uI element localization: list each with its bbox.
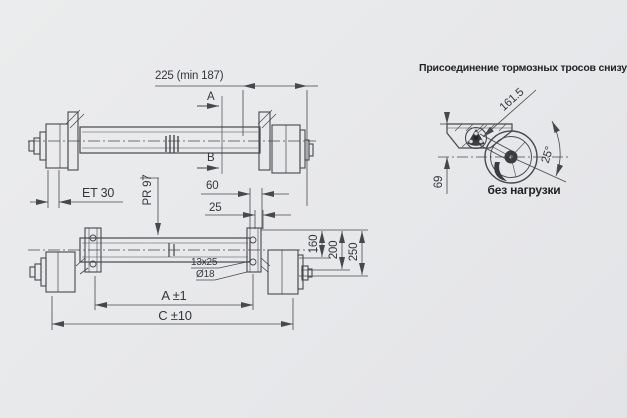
dim-a-label: A ±1 bbox=[161, 288, 187, 303]
bolt-hole bbox=[249, 236, 257, 244]
dim-250-label: 250 bbox=[348, 242, 360, 262]
dim-225 bbox=[155, 83, 318, 206]
dim-c-label: C ±10 bbox=[158, 308, 192, 323]
beam-center-mark bbox=[168, 243, 175, 257]
section-a-label: A bbox=[207, 91, 215, 103]
stub-axle-wheel bbox=[484, 130, 538, 184]
left-support-bracket bbox=[65, 109, 85, 171]
bottom-view-axle bbox=[28, 188, 368, 330]
dim-et30-label: ET 30 bbox=[82, 186, 115, 200]
dim-pr97-label: PR 97 bbox=[142, 174, 154, 206]
detail-title: Присоединение тормозных тросов снизу bbox=[419, 62, 627, 74]
dim-200-label: 200 bbox=[328, 240, 340, 260]
dim-c bbox=[51, 296, 294, 330]
dim-heights bbox=[261, 229, 368, 277]
dim-160-label: 160 bbox=[308, 234, 320, 254]
slot-leaders bbox=[191, 260, 252, 281]
dim-pr97 bbox=[140, 177, 161, 235]
dim-225-label: 225 (min 187) bbox=[155, 70, 224, 82]
dim-25-label: 25 bbox=[209, 202, 222, 214]
mounting-plate bbox=[446, 123, 513, 149]
bolt-hole bbox=[89, 260, 97, 268]
detail-side-view bbox=[438, 89, 568, 194]
right-mounting-bracket bbox=[246, 227, 262, 273]
dim-angle-25 bbox=[510, 120, 567, 183]
bolt-hole bbox=[89, 234, 97, 242]
left-brake-drum-top bbox=[28, 123, 69, 169]
torsion-hub bbox=[464, 126, 488, 150]
beam-center-clamp bbox=[165, 135, 179, 153]
section-b-label: B bbox=[207, 152, 215, 164]
dim-69-label: 69 bbox=[433, 175, 445, 189]
bolt-hole bbox=[249, 258, 257, 266]
dim-a bbox=[94, 274, 254, 310]
plate-hatching bbox=[454, 123, 507, 132]
right-brake-drum-front bbox=[260, 249, 313, 295]
hole-diameter-label: Ø18 bbox=[196, 269, 215, 280]
no-load-caption: без нагрузки bbox=[487, 183, 561, 197]
dim-60 bbox=[201, 188, 289, 229]
dim-25 bbox=[205, 210, 291, 229]
left-brake-drum-front bbox=[29, 251, 89, 293]
dim-69 bbox=[440, 112, 450, 194]
slot-size-label: 13x25 bbox=[191, 257, 218, 268]
brake-cable-slot bbox=[494, 162, 507, 181]
left-mounting-bracket bbox=[84, 227, 102, 273]
dim-et30 bbox=[30, 170, 123, 208]
top-view-axle bbox=[28, 83, 318, 235]
dim-60-label: 60 bbox=[206, 180, 219, 192]
dim-161-5 bbox=[482, 89, 537, 138]
right-support-bracket bbox=[257, 109, 277, 171]
